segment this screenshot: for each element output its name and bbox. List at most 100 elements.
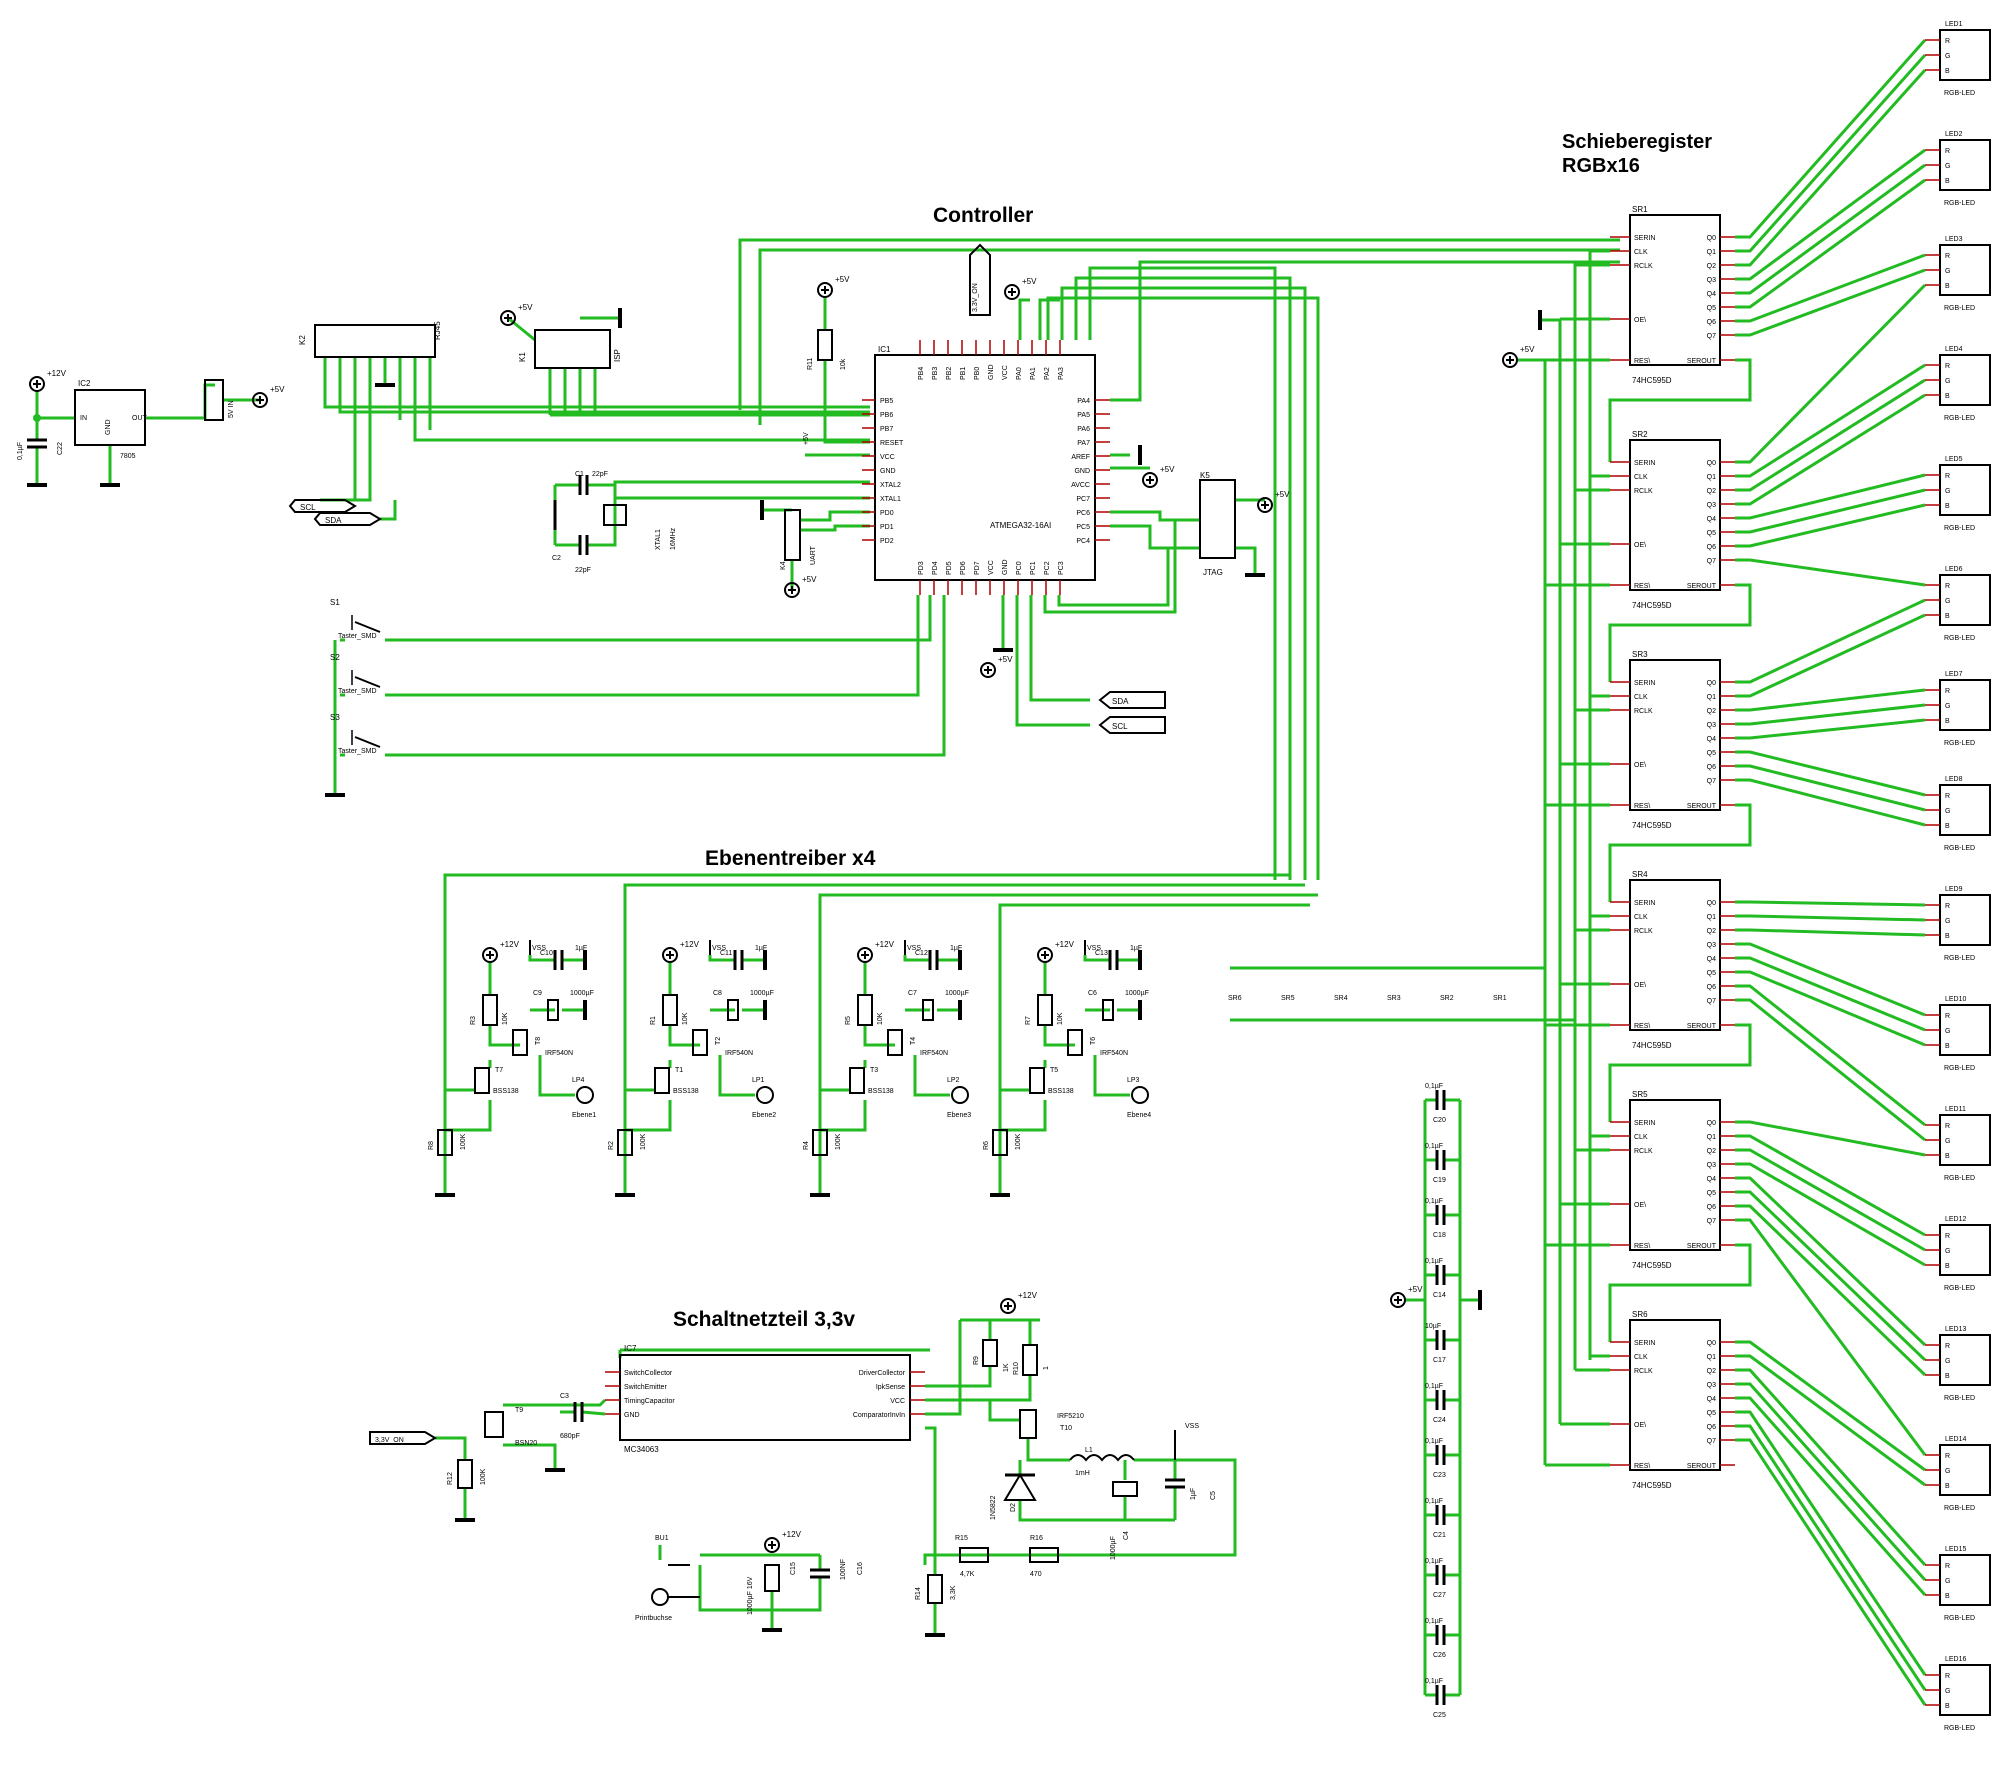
sr-jumper-sr4: SR4 xyxy=(1334,995,1348,1002)
wire xyxy=(1735,1190,1927,1362)
mcu-pin-gnd: GND xyxy=(988,364,995,380)
led-pin: R xyxy=(1945,1453,1950,1460)
sr-pin-right: Q1 xyxy=(1707,1134,1716,1141)
sr-pin-right: Q3 xyxy=(1707,1162,1716,1169)
ld1-rpull: R8 xyxy=(428,1141,435,1150)
r11-value: 10k xyxy=(840,358,847,370)
shift-register-5 xyxy=(1629,1099,1721,1251)
decoupling-cap-c24-val: 0,1µF xyxy=(1425,1383,1443,1390)
wire xyxy=(1735,900,1926,907)
psu-pin-left: SwitchEmitter xyxy=(624,1384,667,1391)
decoupling-cap-c21-val: 0,1µF xyxy=(1425,1498,1443,1505)
mcu-pin-pb4: PB4 xyxy=(918,367,925,380)
wire xyxy=(320,365,372,502)
supply-12v-ld2-label: +12V xyxy=(680,940,700,949)
ld1-rgate: R3 xyxy=(470,1016,477,1025)
ld2-cap-b-val: 1000µF xyxy=(750,990,774,997)
ld2-rpull: R2 xyxy=(608,1141,615,1150)
decoupling-cap-c19-val: 0,1µF xyxy=(1425,1143,1443,1150)
mcu-pin-pc3: PC3 xyxy=(1058,561,1065,575)
c16-value: 100NF xyxy=(840,1559,847,1580)
mcu-pin-pd1: PD1 xyxy=(880,524,894,531)
led5-name: LED5 xyxy=(1945,456,1963,463)
c3-value: 680pF xyxy=(560,1433,580,1440)
supply-5v-uart xyxy=(784,582,800,598)
sr3-name: SR3 xyxy=(1632,650,1648,659)
rj45-connector xyxy=(314,324,436,358)
ld4-pmos: T6 xyxy=(1090,1037,1097,1045)
sr-pin-right: Q3 xyxy=(1707,502,1716,509)
led-pin: G xyxy=(1945,1138,1950,1145)
led-pin: B xyxy=(1945,178,1950,185)
decoupling-cap-c17-val: 10µF xyxy=(1425,1323,1441,1330)
wire xyxy=(385,595,946,757)
wire xyxy=(820,1100,867,1132)
led-pin: B xyxy=(1945,1593,1950,1600)
c4-value: 1000µF xyxy=(1110,1536,1117,1560)
wire xyxy=(1735,363,1926,478)
decoupling-cap-c20: C20 xyxy=(1433,1117,1446,1124)
resistor xyxy=(927,1574,943,1604)
mcu-pin-pb3: PB3 xyxy=(932,367,939,380)
supply-12v-ld4-label: +12V xyxy=(1055,940,1075,949)
sr-pin-right: Q7 xyxy=(1707,998,1716,1005)
sr-jumper-sr1: SR1 xyxy=(1493,995,1507,1002)
l1-name: L1 xyxy=(1085,1447,1093,1454)
ld1-rgate-val: 10K xyxy=(502,1012,509,1025)
ld2-pmos: T2 xyxy=(715,1037,722,1045)
sr-pin-right: Q6 xyxy=(1707,319,1716,326)
c1-value: 22pF xyxy=(592,471,608,478)
sr-pin-right: Q2 xyxy=(1707,928,1716,935)
wire xyxy=(1735,613,1926,698)
led-pin: B xyxy=(1945,933,1950,940)
switch-blade xyxy=(354,621,381,633)
mcu-pin-reset: RESET xyxy=(880,440,904,447)
title-psu: Schaltnetzteil 3,3v xyxy=(673,1308,855,1331)
flag-3v3-on-psu-label: 3,3V_ON xyxy=(375,1437,404,1444)
r15-value: 4,7K xyxy=(960,1571,975,1578)
sr3-type: 74HC595D xyxy=(1632,821,1672,830)
flag-scl-mcu-label: SCL xyxy=(1112,722,1128,731)
led15-name: LED15 xyxy=(1945,1546,1967,1553)
sr-pin-right: Q2 xyxy=(1707,263,1716,270)
wire xyxy=(800,524,870,532)
jtag-label: JTAG xyxy=(1203,568,1223,577)
resistor xyxy=(662,994,678,1026)
supply-5v-jtag-label: +5V xyxy=(1275,490,1290,499)
psu-ic-name: IC7 xyxy=(624,1344,637,1353)
sr-pin-right: Q5 xyxy=(1707,1190,1716,1197)
shift-register-3 xyxy=(1629,659,1721,811)
wire xyxy=(1735,488,1926,534)
wire xyxy=(1735,503,1926,548)
wire xyxy=(1018,298,1030,340)
ld3-cap-b-val: 1000µF xyxy=(945,990,969,997)
wire xyxy=(1735,1424,1927,1691)
led-pin: G xyxy=(1945,1248,1950,1255)
sr-pin-right: Q0 xyxy=(1707,235,1716,242)
ld3-cap-a: C12 xyxy=(915,950,928,957)
wire xyxy=(758,248,1620,425)
ld4-rgate: R7 xyxy=(1025,1016,1032,1025)
wire xyxy=(625,1100,672,1132)
ld3-vss: VSS xyxy=(907,945,921,952)
ld1-rpull-val: 100K xyxy=(460,1133,467,1150)
wire xyxy=(1038,298,1060,340)
mcu-name: IC1 xyxy=(878,345,891,354)
c1-name: C1 xyxy=(575,471,584,478)
wire xyxy=(1735,178,1926,309)
ld1-nmos: T7 xyxy=(495,1067,503,1074)
wire xyxy=(1110,524,1200,550)
mcu-pin-pd0: PD0 xyxy=(880,510,894,517)
sr-pin-right: SEROUT xyxy=(1687,1243,1717,1250)
psu-ic-type: MC34063 xyxy=(624,1445,659,1454)
mcu-pin-pd2: PD2 xyxy=(880,538,894,545)
r12-name: R12 xyxy=(447,1472,454,1485)
decoupling-cap-c25-val: 0,1µF xyxy=(1425,1678,1443,1685)
led-pin: R xyxy=(1945,253,1950,260)
supply-12v-ld1-label: +12V xyxy=(500,940,520,949)
jtag-name: K5 xyxy=(1200,471,1210,480)
decoupling-cap-c25: C25 xyxy=(1433,1712,1446,1719)
resistor xyxy=(982,1339,998,1367)
ld2-cap-a-val: 1µF xyxy=(755,945,767,952)
